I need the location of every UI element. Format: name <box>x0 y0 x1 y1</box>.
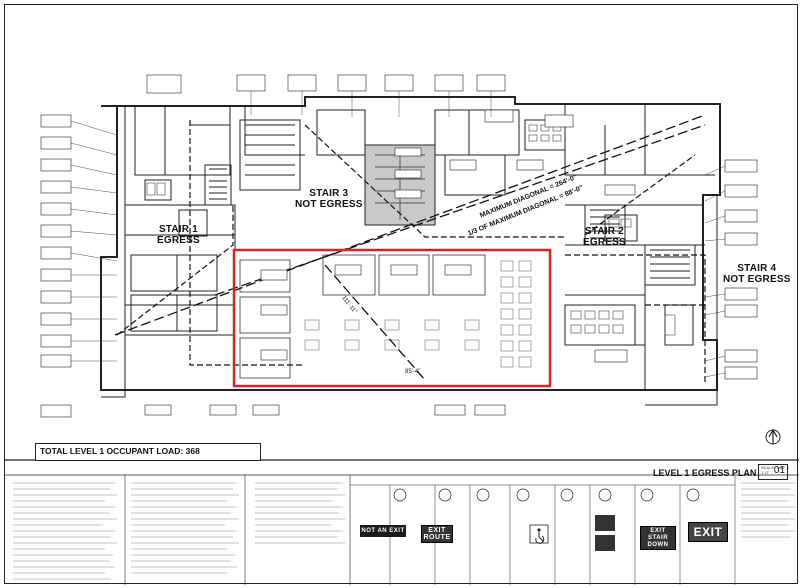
right-wing <box>645 194 718 406</box>
diagonal-dim-a <box>324 264 426 381</box>
stair-4-label: STAIR 4 NOT EGRESS <box>723 263 791 285</box>
stair-3-label: STAIR 3 NOT EGRESS <box>295 188 363 210</box>
diagonal-dim-b-label: 85'-4" <box>405 369 421 375</box>
desk-grid <box>304 260 532 368</box>
highlight-area <box>232 248 552 388</box>
notes-text <box>13 482 795 580</box>
left-wing <box>101 105 126 398</box>
drawing-sheet: STAIR 1 EGRESS STAIR 2 EGRESS STAIR 3 NO… <box>4 4 799 585</box>
third-diagonal-line <box>214 124 706 296</box>
stair-1-label: STAIR 1 EGRESS <box>157 224 200 246</box>
drawing-title: LEVEL 1 EGRESS PLAN <box>653 468 757 478</box>
not-an-exit-sign: NOT AN EXIT <box>360 525 406 537</box>
egress-path <box>116 205 234 336</box>
scale-note: SCALE: 1/32" = 1'-0" <box>761 465 789 475</box>
max-diagonal-line <box>114 114 706 336</box>
exit-route-sign: EXIT ROUTE <box>421 525 453 543</box>
building-outline <box>100 96 721 391</box>
floor-plan <box>5 74 799 585</box>
sheet-number: 01 <box>758 464 788 480</box>
exit-stair-down-sign: EXIT STAIR DOWN <box>640 526 676 550</box>
room-tags <box>40 74 758 418</box>
stair-2-label: STAIR 2 EGRESS <box>583 226 626 248</box>
total-occupant-load: TOTAL LEVEL 1 OCCUPANT LOAD: 368 <box>35 443 261 461</box>
exit-sign: EXIT <box>688 522 728 542</box>
